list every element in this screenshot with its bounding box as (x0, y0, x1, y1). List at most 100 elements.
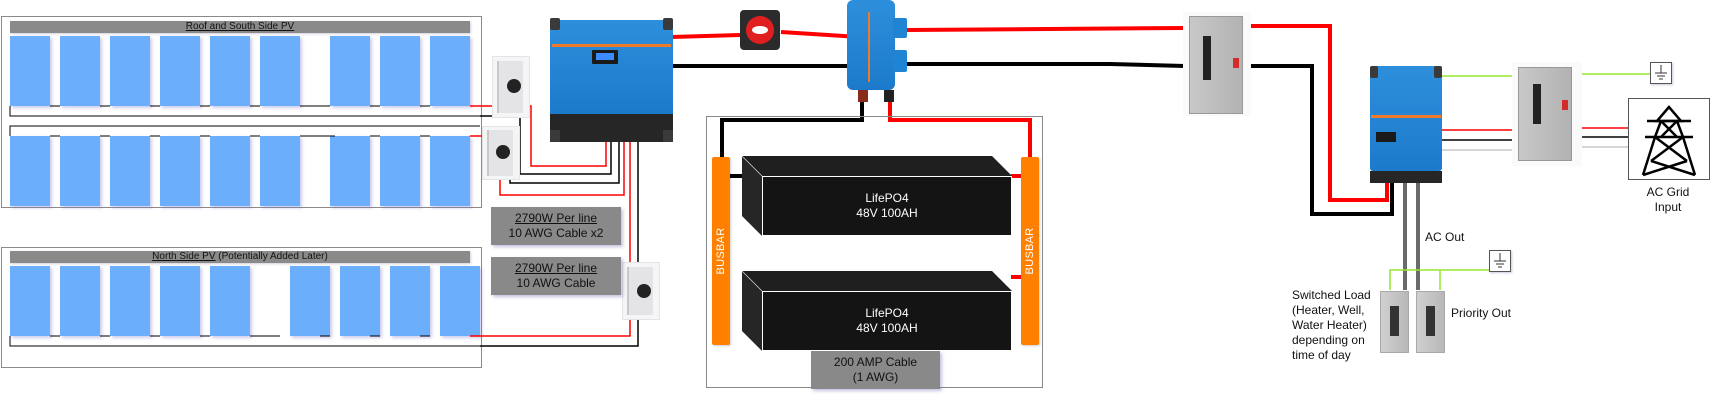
cable-label-1-line1: 2790W Per line (514, 211, 598, 225)
cable-label-1: 2790W Per line 10 AWG Cable x2 (491, 207, 621, 245)
pv-group-north-title-text: North Side PV (152, 251, 216, 262)
inverter-ground-wire (1441, 73, 1650, 77)
battery-1-spec: 48V 100AH (856, 206, 918, 220)
mppt-corner-icon (550, 18, 560, 30)
pv2-negative-to-mppt (509, 142, 620, 184)
pv-disconnect-1-knob-icon (507, 79, 521, 93)
pv-panel (440, 266, 480, 336)
priority-out-panel[interactable] (1416, 291, 1445, 353)
pv-panel (210, 136, 250, 206)
battery-shunt[interactable] (847, 0, 907, 102)
inverter-orange-stripe (1371, 115, 1441, 118)
shunt-orange-line (868, 12, 870, 82)
dc-positive-to-disconnect (905, 26, 1186, 32)
pv-panel (60, 266, 100, 336)
inverter-charger[interactable] (1370, 66, 1442, 183)
pv-disconnect-2[interactable] (482, 126, 520, 180)
battery-switch-knob-icon (746, 16, 774, 44)
pv1-positive-to-mppt (528, 105, 607, 167)
pv-panel (380, 36, 420, 106)
pv-disconnect-3[interactable] (622, 262, 660, 320)
grid-input-label-line2: Input (1654, 200, 1682, 214)
busbar-positive: BUSBAR (1021, 157, 1039, 345)
shunt-negative-terminal (858, 90, 868, 102)
ac-disconnect-label-plate (1533, 84, 1541, 124)
battery-cable-label-line2: (1 AWG) (852, 370, 899, 384)
battery-cable-label-line1: 200 AMP Cable (833, 355, 918, 369)
switched-load-line-3: Water Heater) (1292, 318, 1367, 332)
switched-load-line-4: depending on (1292, 333, 1365, 347)
string-3-positive-wire (470, 308, 631, 337)
string-3-wires (9, 335, 480, 347)
string-1-return-wire (9, 106, 480, 117)
string-3-return-wire (9, 336, 480, 347)
pv-panel (260, 136, 300, 206)
dc-safety-disconnect[interactable] (1183, 12, 1251, 116)
pv2-positive-to-mppt (499, 142, 625, 196)
pv-panel (430, 36, 470, 106)
string-2-return-wire (9, 125, 480, 136)
pv-panel (340, 266, 380, 336)
string-3-negative-wire (480, 308, 639, 347)
pv-panel (390, 266, 430, 336)
ac-safety-disconnect[interactable] (1512, 62, 1582, 166)
pv-panel (330, 36, 370, 106)
dc-positive-to-inverter (1250, 24, 1389, 202)
battery-1: LifePO4 48V 100AH (742, 156, 1012, 236)
dc-negative-to-disconnect (906, 62, 1186, 68)
ac-disconnect-handle-icon (1562, 100, 1568, 110)
grid-tower-box (1628, 98, 1710, 180)
string-2-wires (9, 125, 480, 137)
pv-group-roof-south-title-text: Roof and South Side PV (185, 21, 295, 32)
battery-2: LifePO4 48V 100AH (742, 271, 1012, 351)
busbar-negative: BUSBAR (712, 157, 730, 345)
ground-icon-loads (1489, 250, 1511, 272)
mppt-charge-controller[interactable] (550, 18, 673, 142)
battery-1-chemistry: LifePO4 (865, 191, 909, 205)
mppt-lcd-display (592, 50, 618, 64)
battery-2-spec: 48V 100AH (856, 321, 918, 335)
battery-2-chemistry: LifePO4 (865, 306, 909, 320)
switched-load-label: Switched Load (Heater, Well, Water Heate… (1292, 288, 1371, 363)
battery-disconnect-switch[interactable] (740, 10, 780, 50)
switched-load-line-2: (Heater, Well, (1292, 303, 1365, 317)
grid-input-label: AC Grid Input (1633, 185, 1703, 215)
ground-icon-grid (1650, 62, 1672, 84)
dc-disconnect-label-plate (1203, 36, 1211, 80)
load-ground-wire (1389, 269, 1490, 290)
string-1-wires (9, 105, 480, 117)
cable-label-2: 2790W Per line 10 AWG Cable (491, 257, 621, 295)
pv-disconnect-3-knob-icon (637, 284, 651, 298)
switched-load-panel[interactable] (1380, 291, 1409, 353)
mppt-orange-stripe (552, 44, 671, 47)
pv-panel (160, 136, 200, 206)
switched-load-line-5: time of day (1292, 348, 1351, 362)
busbar-positive-label: BUSBAR (1024, 227, 1036, 275)
pv-panel (380, 136, 420, 206)
pv-group-north-title: North Side PV (Potentially Added Later) (10, 251, 470, 263)
grid-input-label-line1: AC Grid (1646, 185, 1690, 199)
power-tower-icon (1641, 105, 1697, 177)
pv-panel (260, 36, 300, 106)
cable-label-2-line2: 10 AWG Cable (516, 276, 596, 290)
pv-panel (160, 36, 200, 106)
dc-disconnect-handle-icon (1233, 58, 1239, 68)
pv-panel (330, 136, 370, 206)
pv-group-north-title-suffix: (Potentially Added Later) (215, 251, 328, 262)
battery-2-front: LifePO4 48V 100AH (762, 291, 1012, 351)
priority-out-label: Priority Out (1451, 306, 1512, 320)
dc-negative-to-inverter (1250, 64, 1394, 216)
battery-2-3d-body (742, 271, 1012, 351)
battery-cable-label: 200 AMP Cable (1 AWG) (811, 351, 940, 389)
pv-disconnect-1[interactable] (492, 56, 530, 118)
shunt-positive-to-busbar (888, 98, 1032, 158)
ac-out-label: AC Out (1425, 230, 1465, 244)
switched-load-line-1: Switched Load (1292, 288, 1371, 302)
pv-panel (160, 266, 200, 336)
pv-disconnect-2-knob-icon (496, 145, 510, 159)
shunt-positive-terminal (884, 90, 894, 102)
busbar-negative-label: BUSBAR (715, 227, 727, 275)
inverter-status-panel (1376, 132, 1396, 142)
